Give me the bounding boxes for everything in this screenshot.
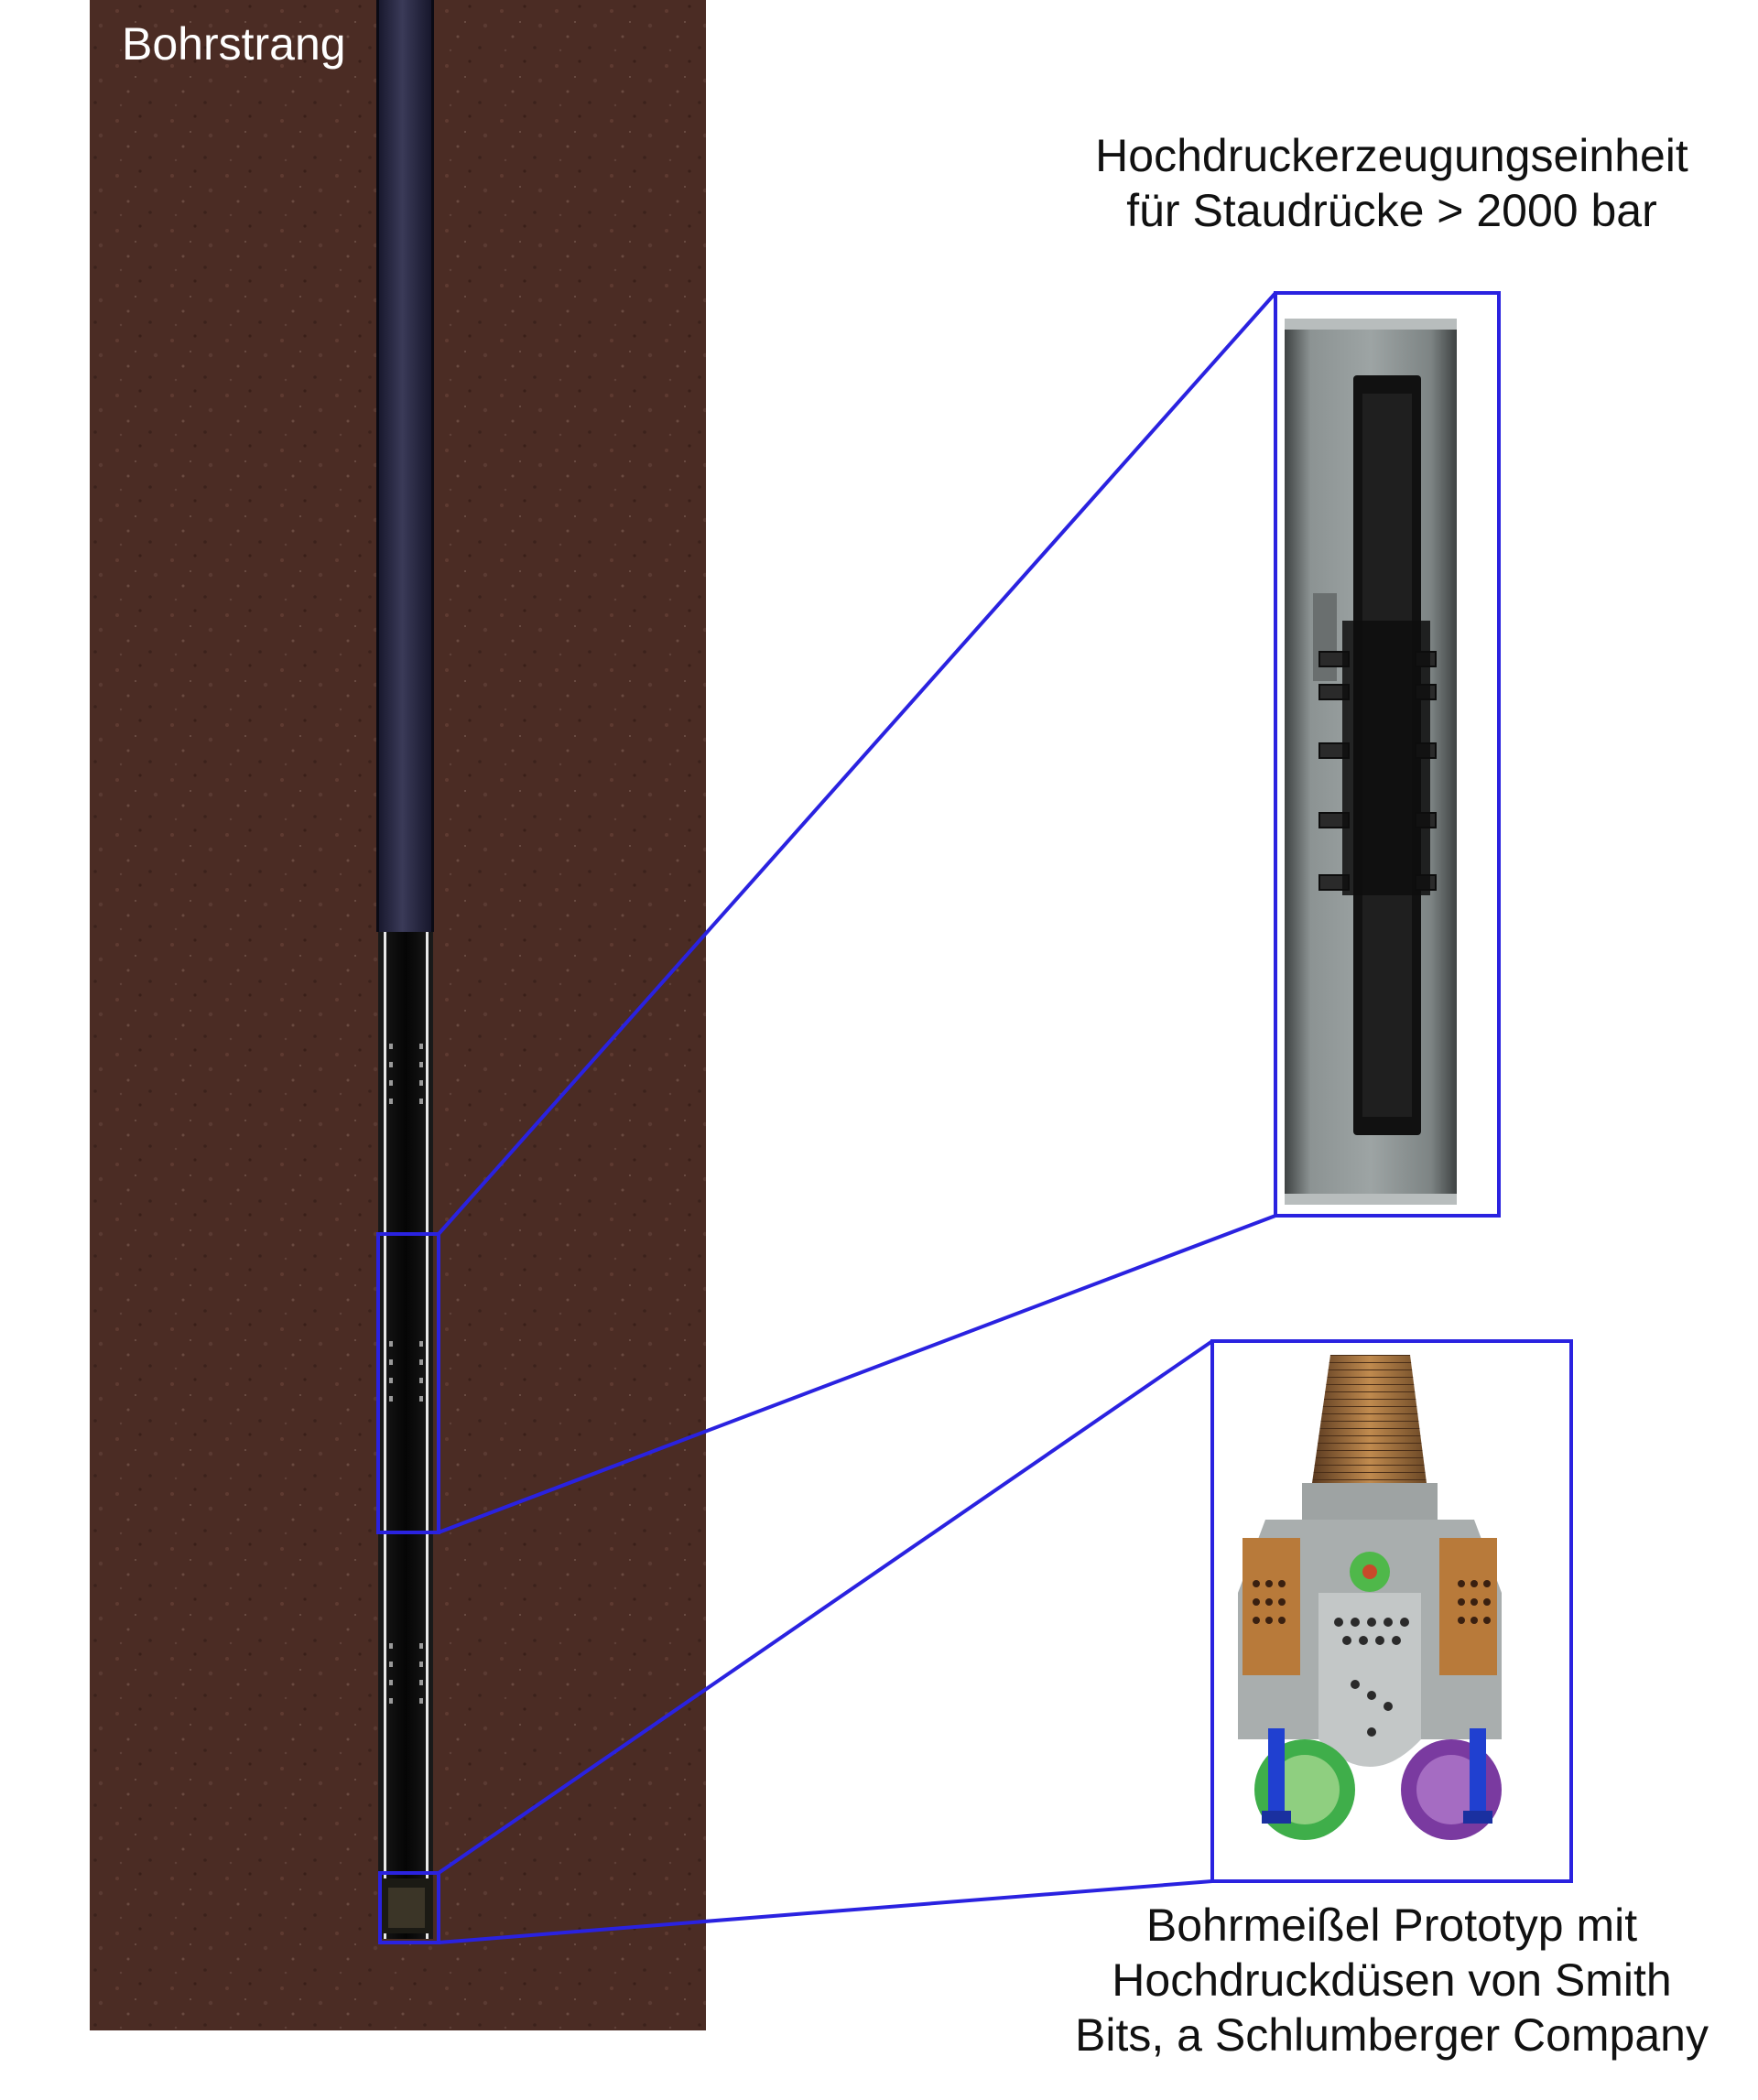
bit-detail-image: [1238, 1355, 1502, 1840]
callout-bit: [378, 1339, 1573, 1944]
label-drillstring: Bohrstrang: [122, 18, 346, 70]
callout-hpu: [376, 291, 1501, 1534]
downhole-tool: [378, 932, 433, 1939]
label-drill-bit: Bohrmeißel Prototyp mit Hochdruckdüsen v…: [1075, 1900, 1709, 2061]
hpu-detail-image: [1285, 319, 1457, 1205]
drill-string: [376, 0, 434, 932]
label-high-pressure-unit: Hochdruckerzeugungseinheit für Staudrück…: [1095, 130, 1688, 236]
